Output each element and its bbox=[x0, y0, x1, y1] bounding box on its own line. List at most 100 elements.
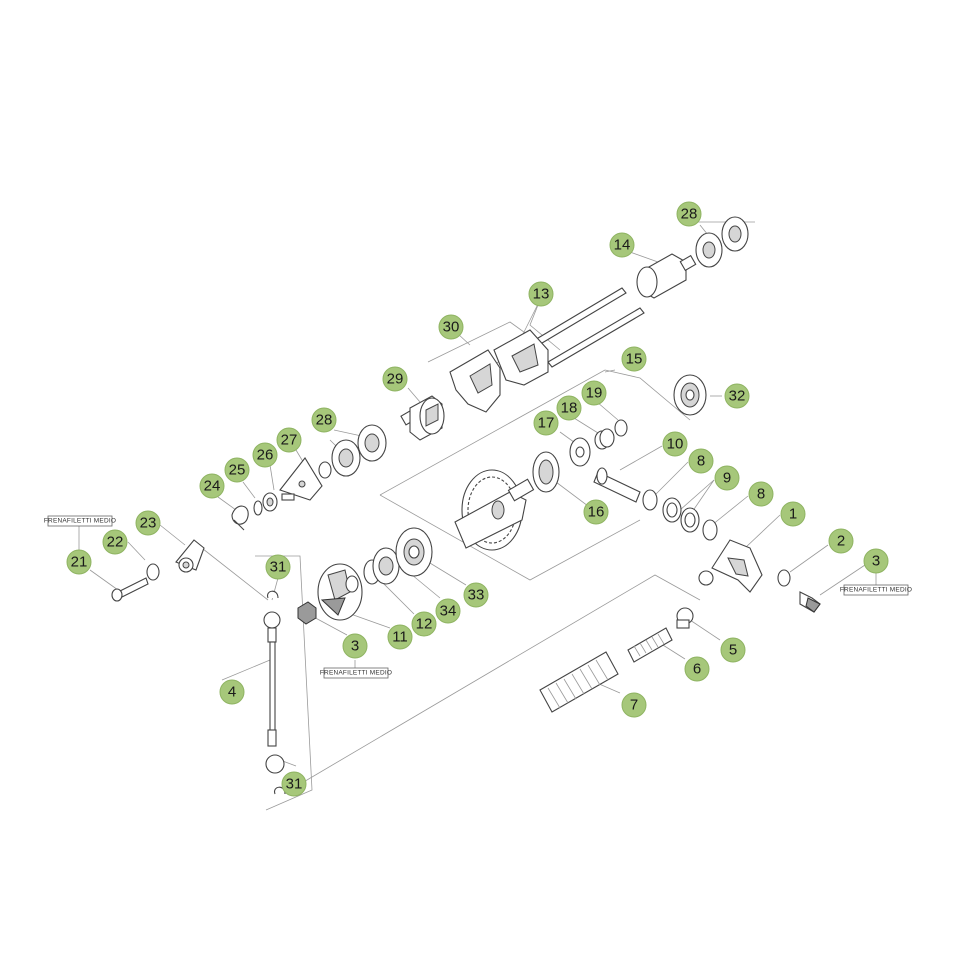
ring-19 bbox=[614, 419, 628, 437]
bearing-28-mid bbox=[318, 424, 387, 479]
callout-3-mid: 3 bbox=[342, 633, 368, 659]
callout-9: 9 bbox=[714, 465, 740, 491]
svg-text:11: 11 bbox=[392, 629, 408, 646]
svg-text:10: 10 bbox=[667, 436, 684, 453]
svg-text:25: 25 bbox=[229, 462, 246, 479]
clip-31-top bbox=[267, 590, 279, 599]
plate-27 bbox=[279, 457, 323, 501]
lever-23 bbox=[175, 539, 205, 573]
callout-31-top: 31 bbox=[265, 554, 291, 580]
svg-text:22: 22 bbox=[107, 534, 124, 551]
svg-text:14: 14 bbox=[614, 237, 631, 254]
callout-12: 12 bbox=[411, 611, 437, 637]
svg-text:26: 26 bbox=[257, 447, 274, 464]
callout-27: 27 bbox=[276, 427, 302, 453]
callouts: 28 14 13 30 15 29 32 19 18 17 28 27 26 2… bbox=[66, 201, 889, 797]
callout-23: 23 bbox=[135, 510, 161, 536]
svg-text:27: 27 bbox=[281, 432, 298, 449]
svg-text:5: 5 bbox=[729, 642, 737, 659]
callout-11: 11 bbox=[387, 624, 413, 650]
svg-text:29: 29 bbox=[387, 371, 404, 388]
svg-text:1: 1 bbox=[789, 506, 797, 523]
drum-29 bbox=[400, 395, 445, 441]
svg-text:13: 13 bbox=[533, 286, 550, 303]
thread-lock-notes: FRENAFILETTI MEDIO FRENAFILETTI MEDIO FR… bbox=[44, 515, 912, 679]
note-left: FRENAFILETTI MEDIO bbox=[44, 518, 116, 525]
callout-14: 14 bbox=[609, 232, 635, 258]
spring-7 bbox=[539, 651, 619, 713]
callout-17: 17 bbox=[533, 410, 559, 436]
callout-19: 19 bbox=[581, 380, 607, 406]
impeller-11 bbox=[317, 563, 363, 621]
svg-text:18: 18 bbox=[561, 400, 578, 417]
svg-text:28: 28 bbox=[316, 412, 333, 429]
svg-text:3: 3 bbox=[351, 638, 359, 655]
svg-text:19: 19 bbox=[586, 385, 603, 402]
svg-text:3: 3 bbox=[872, 553, 880, 570]
needle-bearing-16 bbox=[532, 451, 560, 493]
callout-3-right: 3 bbox=[863, 548, 889, 574]
arm-1 bbox=[698, 539, 763, 593]
svg-text:4: 4 bbox=[228, 684, 236, 701]
callout-8-lower: 8 bbox=[748, 481, 774, 507]
svg-text:32: 32 bbox=[729, 388, 746, 405]
bearing-34 bbox=[372, 547, 400, 585]
bushes-9 bbox=[662, 497, 700, 533]
callout-15: 15 bbox=[621, 346, 647, 372]
svg-text:31: 31 bbox=[270, 559, 287, 576]
svg-text:31: 31 bbox=[286, 776, 303, 793]
note-mid: FRENAFILETTI MEDIO bbox=[320, 670, 392, 677]
callout-25: 25 bbox=[224, 457, 250, 483]
callout-30: 30 bbox=[438, 314, 464, 340]
svg-text:7: 7 bbox=[630, 697, 638, 714]
callout-5: 5 bbox=[720, 637, 746, 663]
note-box-left bbox=[47, 515, 113, 527]
callout-33: 33 bbox=[463, 582, 489, 608]
spring-6 bbox=[627, 627, 673, 663]
rod-4 bbox=[263, 611, 285, 774]
bush-18 bbox=[594, 428, 615, 450]
svg-text:16: 16 bbox=[588, 504, 605, 521]
note-box-right bbox=[843, 584, 909, 596]
callout-34: 34 bbox=[435, 598, 461, 624]
callout-7: 7 bbox=[621, 692, 647, 718]
bolt-3-right bbox=[799, 591, 821, 613]
shaft-10 bbox=[593, 467, 641, 503]
callout-16: 16 bbox=[583, 499, 609, 525]
callout-22: 22 bbox=[102, 529, 128, 555]
callout-28-top: 28 bbox=[676, 201, 702, 227]
callout-28-mid: 28 bbox=[311, 407, 337, 433]
gear-assembly bbox=[454, 469, 535, 551]
washer-17 bbox=[569, 437, 591, 467]
svg-text:8: 8 bbox=[697, 453, 705, 470]
note-right: FRENAFILETTI MEDIO bbox=[840, 587, 912, 594]
svg-text:8: 8 bbox=[757, 486, 765, 503]
forks-30 bbox=[449, 329, 549, 413]
bearing-28-top bbox=[695, 216, 749, 268]
callout-13: 13 bbox=[528, 281, 554, 307]
callout-24: 24 bbox=[199, 473, 225, 499]
callout-21: 21 bbox=[66, 549, 92, 575]
callout-31-bottom: 31 bbox=[281, 771, 307, 797]
parts bbox=[111, 216, 821, 795]
callout-10: 10 bbox=[662, 431, 688, 457]
bush-26 bbox=[262, 492, 278, 512]
svg-text:23: 23 bbox=[140, 515, 157, 532]
svg-text:17: 17 bbox=[538, 415, 555, 432]
washer-8b bbox=[702, 519, 718, 541]
callout-1: 1 bbox=[780, 501, 806, 527]
pin-5 bbox=[676, 607, 694, 629]
spring-24 bbox=[231, 505, 249, 531]
callout-2: 2 bbox=[828, 528, 854, 554]
callout-6: 6 bbox=[684, 656, 710, 682]
leader-lines bbox=[78, 221, 877, 811]
bearing-33 bbox=[395, 527, 433, 577]
svg-text:28: 28 bbox=[681, 206, 698, 223]
washer-25 bbox=[253, 500, 263, 516]
svg-text:30: 30 bbox=[443, 319, 460, 336]
callout-8-upper: 8 bbox=[688, 448, 714, 474]
svg-text:21: 21 bbox=[71, 554, 88, 571]
svg-text:12: 12 bbox=[416, 616, 433, 633]
callout-32: 32 bbox=[724, 383, 750, 409]
